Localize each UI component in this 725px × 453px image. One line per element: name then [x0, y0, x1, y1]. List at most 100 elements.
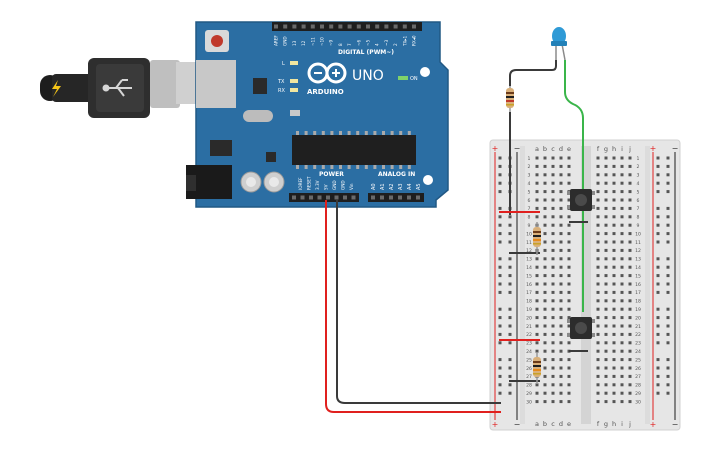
breadboard-hole[interactable]: [628, 198, 632, 202]
breadboard-hole[interactable]: [596, 358, 600, 362]
header-pin[interactable]: [320, 24, 324, 29]
breadboard-hole[interactable]: [604, 206, 608, 210]
breadboard-hole[interactable]: [535, 400, 539, 404]
breadboard-hole[interactable]: [543, 232, 547, 236]
breadboard-hole[interactable]: [567, 215, 571, 219]
breadboard-hole[interactable]: [551, 316, 555, 320]
breadboard-hole[interactable]: [620, 358, 624, 362]
breadboard-hole[interactable]: [612, 181, 616, 185]
breadboard-hole[interactable]: [543, 290, 547, 294]
breadboard-hole[interactable]: [612, 358, 616, 362]
rail-hole[interactable]: [666, 274, 670, 278]
breadboard-hole[interactable]: [604, 290, 608, 294]
breadboard-hole[interactable]: [620, 349, 624, 353]
breadboard-hole[interactable]: [535, 198, 539, 202]
breadboard-hole[interactable]: [628, 173, 632, 177]
breadboard-hole[interactable]: [612, 366, 616, 370]
breadboard-hole[interactable]: [543, 400, 547, 404]
rail-hole[interactable]: [498, 366, 502, 370]
breadboard-hole[interactable]: [551, 181, 555, 185]
breadboard-hole[interactable]: [551, 257, 555, 261]
breadboard-hole[interactable]: [596, 282, 600, 286]
breadboard-hole[interactable]: [551, 173, 555, 177]
rail-hole[interactable]: [508, 232, 512, 236]
breadboard-hole[interactable]: [628, 215, 632, 219]
rail-hole[interactable]: [498, 316, 502, 320]
breadboard-hole[interactable]: [604, 173, 608, 177]
breadboard-hole[interactable]: [604, 240, 608, 244]
breadboard-hole[interactable]: [535, 282, 539, 286]
breadboard-hole[interactable]: [535, 215, 539, 219]
breadboard-hole[interactable]: [567, 198, 571, 202]
rail-hole[interactable]: [666, 374, 670, 378]
breadboard-hole[interactable]: [559, 164, 563, 168]
rail-hole[interactable]: [666, 206, 670, 210]
breadboard-hole[interactable]: [620, 215, 624, 219]
usb-cable[interactable]: [40, 58, 198, 118]
breadboard-hole[interactable]: [543, 206, 547, 210]
rail-hole[interactable]: [656, 366, 660, 370]
breadboard-hole[interactable]: [567, 240, 571, 244]
breadboard-hole[interactable]: [543, 257, 547, 261]
breadboard-hole[interactable]: [628, 282, 632, 286]
rail-hole[interactable]: [656, 316, 660, 320]
breadboard-hole[interactable]: [551, 156, 555, 160]
rail-hole[interactable]: [498, 232, 502, 236]
header-pin[interactable]: [356, 24, 361, 29]
header-pin[interactable]: [338, 24, 343, 29]
rail-hole[interactable]: [508, 358, 512, 362]
breadboard-hole[interactable]: [612, 341, 616, 345]
breadboard-hole[interactable]: [535, 391, 539, 395]
wire-led-cathode[interactable]: [509, 60, 557, 86]
breadboard-hole[interactable]: [596, 332, 600, 336]
rail-hole[interactable]: [508, 282, 512, 286]
breadboard-hole[interactable]: [567, 358, 571, 362]
breadboard-hole[interactable]: [628, 240, 632, 244]
breadboard-hole[interactable]: [620, 374, 624, 378]
breadboard-hole[interactable]: [620, 156, 624, 160]
breadboard-hole[interactable]: [596, 265, 600, 269]
breadboard-hole[interactable]: [559, 307, 563, 311]
breadboard-hole[interactable]: [620, 366, 624, 370]
rail-hole[interactable]: [498, 265, 502, 269]
breadboard-hole[interactable]: [612, 316, 616, 320]
breadboard-hole[interactable]: [628, 248, 632, 252]
rail-hole[interactable]: [508, 341, 512, 345]
rail-hole[interactable]: [666, 366, 670, 370]
resistor-mid[interactable]: [533, 222, 541, 255]
breadboard-hole[interactable]: [543, 391, 547, 395]
wire-gnd-black[interactable]: [336, 200, 501, 404]
breadboard-hole[interactable]: [596, 324, 600, 328]
breadboard-hole[interactable]: [628, 299, 632, 303]
breadboard-hole[interactable]: [596, 156, 600, 160]
resistor-top[interactable]: [506, 86, 514, 112]
breadboard-hole[interactable]: [567, 391, 571, 395]
breadboard-hole[interactable]: [596, 190, 600, 194]
pushbutton-2[interactable]: [567, 317, 595, 339]
breadboard-hole[interactable]: [604, 190, 608, 194]
rail-hole[interactable]: [498, 190, 502, 194]
breadboard-hole[interactable]: [620, 232, 624, 236]
rail-hole[interactable]: [666, 164, 670, 168]
rail-hole[interactable]: [498, 215, 502, 219]
breadboard-hole[interactable]: [551, 232, 555, 236]
rail-hole[interactable]: [498, 324, 502, 328]
breadboard-hole[interactable]: [604, 198, 608, 202]
breadboard-hole[interactable]: [612, 299, 616, 303]
breadboard-hole[interactable]: [628, 156, 632, 160]
resistor-bottom[interactable]: [533, 352, 541, 384]
breadboard-hole[interactable]: [612, 248, 616, 252]
breadboard-hole[interactable]: [543, 383, 547, 387]
rail-hole[interactable]: [666, 156, 670, 160]
breadboard-hole[interactable]: [620, 290, 624, 294]
breadboard-hole[interactable]: [596, 198, 600, 202]
breadboard-hole[interactable]: [551, 248, 555, 252]
breadboard-hole[interactable]: [543, 341, 547, 345]
breadboard-hole[interactable]: [559, 173, 563, 177]
breadboard-hole[interactable]: [567, 324, 571, 328]
breadboard-hole[interactable]: [628, 307, 632, 311]
breadboard-hole[interactable]: [596, 307, 600, 311]
rail-hole[interactable]: [666, 383, 670, 387]
breadboard-hole[interactable]: [551, 282, 555, 286]
